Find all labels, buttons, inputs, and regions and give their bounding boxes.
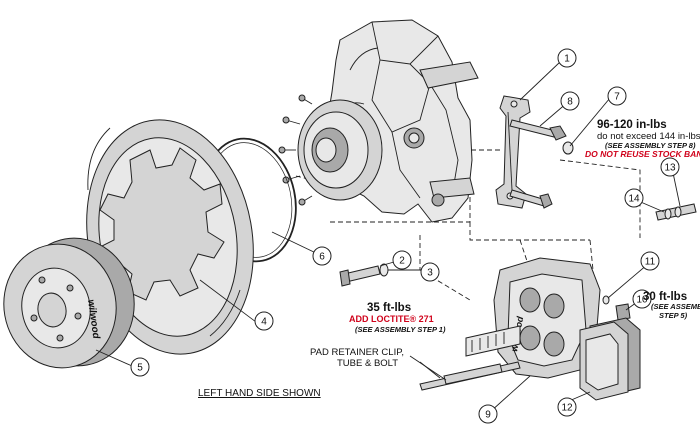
- callout-2: 2: [392, 250, 412, 270]
- callout-5: 5: [130, 357, 150, 377]
- svg-text:DO NOT REUSE STOCK BANJO BOLT: DO NOT REUSE STOCK BANJO BOLT: [585, 149, 700, 159]
- svg-text:do not exceed 144 in-lbs: do not exceed 144 in-lbs: [597, 131, 700, 142]
- callout-11: 11: [640, 251, 660, 271]
- bracket-bolt: [339, 265, 381, 287]
- svg-text:ADD LOCTITE® 271: ADD LOCTITE® 271: [349, 314, 434, 324]
- svg-text:PAD RETAINER CLIP,: PAD RETAINER CLIP,: [310, 347, 404, 358]
- svg-text:(SEE ASSEMBLY STEP 1): (SEE ASSEMBLY STEP 1): [355, 325, 446, 334]
- bracket-bolt-lower: [509, 189, 553, 209]
- svg-text:12: 12: [561, 403, 573, 414]
- callout-7: 7: [607, 86, 627, 106]
- svg-text:5: 5: [137, 363, 143, 374]
- svg-text:(SEE ASSEMBLY STEP 8): (SEE ASSEMBLY STEP 8): [605, 141, 696, 150]
- svg-text:10: 10: [636, 295, 648, 306]
- brake-caliper: wilwood: [493, 257, 601, 379]
- svg-text:96-120 in-lbs: 96-120 in-lbs: [597, 119, 667, 131]
- bleeder-screw: [602, 295, 631, 321]
- svg-text:4: 4: [261, 317, 267, 328]
- callout-9: 9: [478, 404, 498, 424]
- caliper-mounting-bracket: [495, 95, 531, 209]
- svg-text:35 ft-lbs: 35 ft-lbs: [367, 302, 411, 314]
- side-shown-caption: LEFT HAND SIDE SHOWN: [198, 388, 321, 399]
- svg-text:14: 14: [628, 194, 640, 205]
- wheel-hub: [278, 94, 383, 206]
- bracket-bolt-upper: [509, 119, 567, 141]
- callout-14: 14: [624, 188, 644, 208]
- callout-4: 4: [254, 311, 274, 331]
- callout-1: 1: [557, 48, 577, 68]
- svg-text:TUBE & BOLT: TUBE & BOLT: [337, 358, 398, 369]
- svg-text:3: 3: [427, 268, 433, 279]
- pad-retainer-hardware: [419, 325, 521, 391]
- svg-text:11: 11: [645, 257, 656, 268]
- rotor-hat: [3, 237, 135, 369]
- svg-text:8: 8: [567, 97, 573, 108]
- banjo-torque-note: 96-120 in-lbs do not exceed 144 in-lbs (…: [585, 119, 700, 159]
- brake-pads: [579, 317, 641, 401]
- bleeder-torque-note: 30 ft-lbs (SEE ASSEMBLY STEP 5): [643, 291, 700, 320]
- svg-text:1: 1: [564, 54, 570, 65]
- svg-text:30 ft-lbs: 30 ft-lbs: [643, 291, 687, 303]
- callout-10: 10: [632, 289, 652, 309]
- callout-13: 13: [660, 157, 680, 177]
- pad-retainer-label: PAD RETAINER CLIP, TUBE & BOLT: [310, 347, 404, 369]
- svg-text:13: 13: [664, 163, 676, 174]
- svg-text:STEP 5): STEP 5): [659, 311, 688, 320]
- svg-text:7: 7: [614, 92, 620, 103]
- callout-12: 12: [557, 397, 577, 417]
- brake-rotor: [86, 119, 254, 355]
- svg-text:9: 9: [485, 410, 491, 421]
- bracket-torque-note: 35 ft-lbs ADD LOCTITE® 271 (SEE ASSEMBLY…: [349, 302, 446, 334]
- svg-text:(SEE ASSEMBLY: (SEE ASSEMBLY: [651, 302, 700, 311]
- callout-6: 6: [312, 246, 332, 266]
- banjo-bolt-assembly: [655, 203, 697, 221]
- callout-8: 8: [560, 91, 580, 111]
- callout-3: 3: [420, 262, 440, 282]
- svg-text:2: 2: [399, 256, 405, 267]
- svg-text:6: 6: [319, 252, 325, 263]
